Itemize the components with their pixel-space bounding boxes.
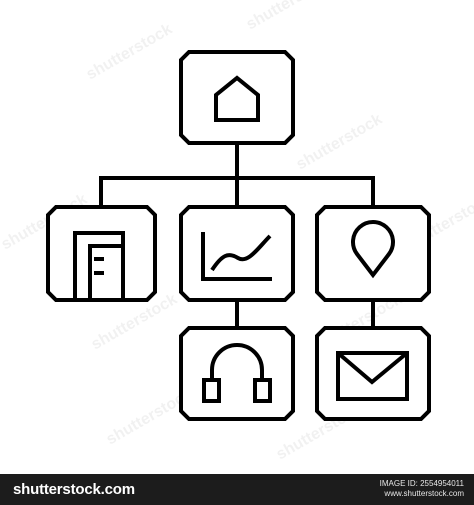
home-icon: [214, 75, 260, 122]
node-mail: [315, 326, 431, 421]
node-building: [46, 205, 157, 302]
envelope-icon: [336, 351, 409, 401]
footer-site: www.shutterstock.com: [384, 489, 464, 498]
node-location: [315, 205, 431, 302]
node-root: [179, 50, 295, 145]
stock-footer-bar: shutterstock.com IMAGE ID: 2554954011 ww…: [0, 474, 474, 505]
node-chart: [179, 205, 295, 302]
building-icon: [73, 231, 125, 298]
node-box: [46, 205, 157, 302]
map-pin-icon: [351, 220, 395, 279]
headphones-icon: [202, 343, 272, 403]
watermark-text: shutterstock: [244, 0, 336, 33]
node-box: [315, 326, 431, 421]
watermark-text: shutterstock: [84, 21, 176, 84]
footer-brand[interactable]: shutterstock.com: [13, 481, 135, 498]
node-box: [315, 205, 431, 302]
footer-image-info: IMAGE ID: 2554954011 www.shutterstock.co…: [380, 479, 464, 499]
node-box: [179, 205, 295, 302]
node-box: [179, 50, 295, 145]
node-support: [179, 326, 295, 421]
node-box: [179, 326, 295, 421]
footer-image-id: IMAGE ID: 2554954011: [379, 479, 464, 488]
line-chart-icon: [201, 232, 272, 281]
org-chart-diagram: shutterstock shutterstock shutterstock s…: [0, 0, 474, 463]
connector-lines: [99, 141, 375, 330]
watermark-text: shutterstock: [294, 111, 386, 174]
